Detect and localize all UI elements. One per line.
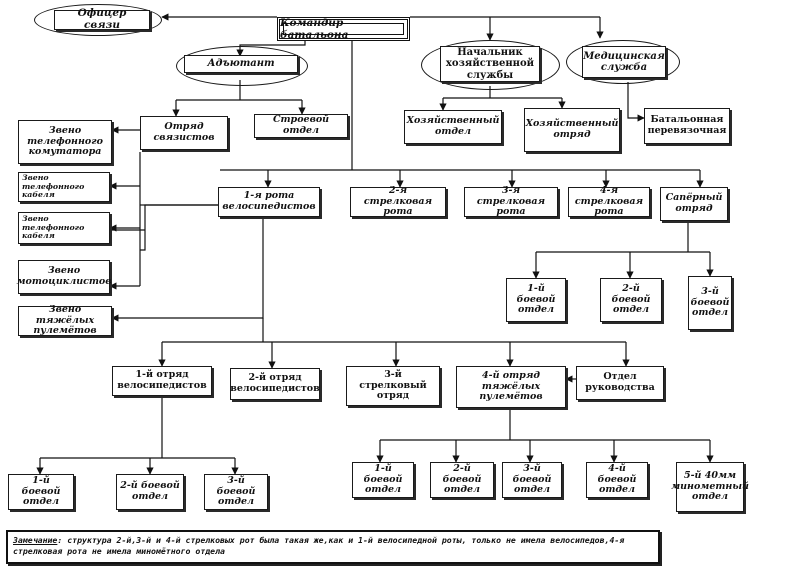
mgmt-dept-label: Отдел руководства	[585, 371, 655, 393]
platoon-2-label: 2-й отряд велосипедистов	[230, 372, 320, 394]
company-3-label: 3-я стрелковая рота	[476, 185, 546, 218]
p4-section-4-box: 4-й боевой отдел	[586, 462, 648, 498]
sapper-section-2-label: 2-й боевой отдел	[611, 283, 651, 316]
heavy-mg-link-label: Звено тяжёлых пулемётов	[33, 304, 97, 337]
p1-section-2-label: 2-й боевой отдел	[120, 480, 180, 502]
supply-dept-label: Хозяйственный отдел	[406, 115, 500, 137]
p1-section-2-box: 2-й боевой отдел	[116, 474, 184, 510]
sapper-section-1-label: 1-й боевой отдел	[516, 283, 556, 316]
motorcycle-box: Звено мотоциклистов	[16, 260, 112, 294]
platoon-1-box: 1-й отряд велосипедистов	[112, 366, 212, 396]
p4-section-3-label: 3-й боевой отдел	[512, 463, 552, 496]
supply-squad-label: Хозяйственный отряд	[525, 118, 619, 140]
footnote: Замечание: структура 2-й,3-й и 4-й стрел…	[6, 530, 660, 564]
drill-dept-box: Строевой отдел	[254, 114, 348, 138]
p1-section-1-box: 1-й боевой отдел	[8, 474, 74, 510]
supply-chief-box: Начальник хозяйственной службы	[440, 46, 540, 82]
mgmt-dept-box: Отдел руководства	[576, 366, 664, 400]
medical-box: Медицинская служба	[582, 46, 666, 78]
p4-section-5-box: 5-й 40мм минометный отдел	[671, 462, 749, 512]
tel-cable-label-1: Звено телефонного кабеля	[22, 172, 85, 200]
heavy-mg-link-box: Звено тяжёлых пулемётов	[18, 304, 112, 337]
platoon-3-label: 3-й стрелковый отряд	[359, 369, 427, 402]
platoon-3-box: 3-й стрелковый отряд	[346, 366, 440, 406]
signal-platoon-box: Отряд связистов	[140, 116, 228, 150]
p1-section-3-box: 3-й боевой отдел	[204, 474, 268, 510]
platoon-4-box: 4-й отряд тяжёлых пулемётов	[456, 366, 566, 408]
p1-section-3-label: 3-й боевой отдел	[216, 475, 256, 508]
p1-section-1-label: 1-й боевой отдел	[21, 475, 61, 508]
motorcycle-label: Звено мотоциклистов	[16, 265, 112, 287]
platoon-1-label: 1-й отряд велосипедистов	[117, 369, 207, 391]
footnote-label: Замечание	[13, 535, 58, 545]
p4-section-1-label: 1-й боевой отдел	[363, 463, 403, 496]
p4-section-4-label: 4-й боевой отдел	[597, 463, 637, 496]
liaison-officer-label: Офицер связи	[77, 7, 127, 31]
p4-section-3-box: 3-й боевой отдел	[502, 462, 562, 498]
adjutant-oval	[176, 46, 308, 86]
tel-cable-box-1: Звено телефонного кабеля	[18, 172, 110, 202]
sapper-box: Сапёрный отряд	[660, 187, 728, 221]
company-1-label: 1-я рота велосипедистов	[222, 190, 316, 212]
supply-squad-box: Хозяйственный отряд	[524, 108, 620, 152]
sapper-label: Сапёрный отряд	[665, 192, 723, 214]
tel-switchboard-label: Звено телефонного комутатора	[27, 125, 103, 158]
medical-label: Медицинская служба	[583, 50, 665, 73]
p4-section-2-label: 2-й боевой отдел	[442, 463, 482, 496]
sapper-section-1-box: 1-й боевой отдел	[506, 278, 566, 322]
company-1-box: 1-я рота велосипедистов	[218, 187, 320, 217]
tel-cable-box-2: Звено телефонного кабеля	[18, 212, 110, 244]
commander-label: Командир батальона	[280, 17, 349, 41]
footnote-text: : структура 2-й,3-й и 4-й стрелковых рот…	[13, 535, 625, 557]
drill-dept-label: Строевой отдел	[272, 114, 330, 136]
aid-station-box: Батальонная перевязочная	[644, 108, 730, 144]
medical-oval	[566, 40, 680, 84]
supply-chief-oval	[421, 40, 560, 90]
signal-platoon-label: Отряд связистов	[153, 121, 215, 143]
tel-cable-label-2: Звено телефонного кабеля	[22, 213, 85, 241]
sapper-section-2-box: 2-й боевой отдел	[600, 278, 662, 322]
platoon-4-label: 4-й отряд тяжёлых пулемётов	[479, 370, 543, 403]
platoon-2-box: 2-й отряд велосипедистов	[230, 368, 320, 400]
p4-section-1-box: 1-й боевой отдел	[352, 462, 414, 498]
company-3-box: 3-я стрелковая рота	[464, 185, 558, 218]
tel-switchboard-box: Звено телефонного комутатора	[18, 120, 112, 164]
sapper-section-3-label: 3-й боевой отдел	[690, 286, 730, 319]
commander-box: Командир батальона	[277, 17, 410, 41]
company-2-label: 2-я стрелковая рота	[363, 185, 433, 218]
aid-station-label: Батальонная перевязочная	[647, 114, 727, 136]
liaison-officer-oval	[34, 4, 162, 36]
company-4-label: 4-я стрелковая рота	[574, 185, 644, 218]
adjutant-label: Адъютант	[207, 58, 275, 70]
supply-dept-box: Хозяйственный отдел	[404, 110, 502, 144]
adjutant-box: Адъютант	[184, 55, 298, 73]
p4-section-5-label: 5-й 40мм минометный отдел	[671, 470, 749, 503]
supply-chief-label: Начальник хозяйственной службы	[445, 47, 535, 81]
p4-section-2-box: 2-й боевой отдел	[430, 462, 494, 498]
company-2-box: 2-я стрелковая рота	[350, 185, 446, 218]
company-4-box: 4-я стрелковая рота	[568, 185, 650, 218]
liaison-officer-box: Офицер связи	[54, 7, 150, 31]
sapper-section-3-box: 3-й боевой отдел	[688, 276, 732, 330]
